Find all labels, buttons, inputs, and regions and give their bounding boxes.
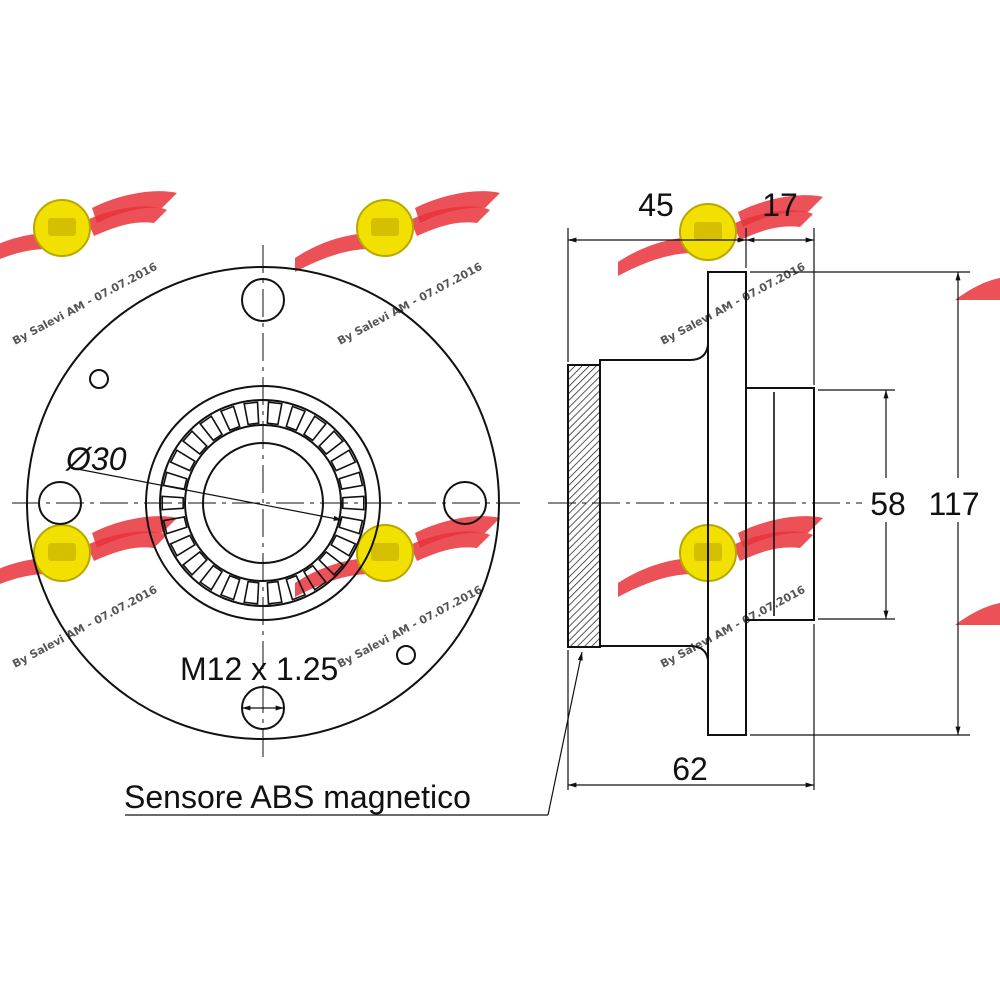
watermark-logo <box>617 515 824 598</box>
dim-17-label: 17 <box>762 187 798 223</box>
bore <box>202 442 324 564</box>
abs-leader <box>547 651 583 816</box>
bearing-roller <box>199 415 224 442</box>
bearing-roller <box>285 405 307 432</box>
front-view <box>12 245 520 762</box>
bearing-roller <box>169 534 196 557</box>
watermark-text: By Salevi AM - 07.07.2016 <box>335 260 484 348</box>
abs-sensor-label: Sensore ABS magnetico <box>124 779 471 815</box>
thread-label: M12 x 1.25 <box>180 651 338 687</box>
dimension-lines <box>125 228 970 816</box>
bearing-roller <box>318 429 345 456</box>
bearing-roller <box>266 401 283 426</box>
watermark-text: By Salevi AM - 07.07.2016 <box>335 583 484 671</box>
bearing-roller <box>302 564 327 591</box>
bearing-outer-ring-inner <box>159 399 367 607</box>
bearing-rollers <box>161 401 365 605</box>
bearing-roller <box>181 550 208 577</box>
bearing-roller <box>161 495 184 511</box>
bearing-roller <box>219 574 241 601</box>
side-view <box>548 271 870 736</box>
bearing-roller <box>199 564 224 591</box>
dim-58-label: 58 <box>870 486 906 522</box>
watermark-text: By Salevi AM - 07.07.2016 <box>658 260 807 348</box>
hub-pilot <box>745 387 815 621</box>
bearing-roller <box>243 401 260 426</box>
bearing-outer-ring <box>145 385 381 621</box>
bore-diameter-label: Ø30 <box>65 441 127 477</box>
bearing-roller <box>243 580 260 605</box>
bearing-roller <box>169 449 196 472</box>
flange-outline <box>26 266 500 740</box>
bearing-roller <box>318 550 345 577</box>
bearing-inner-ring <box>184 424 342 582</box>
bearing-roller <box>162 516 188 535</box>
bolt-hole <box>443 481 487 525</box>
watermark-logo <box>0 190 178 273</box>
bearing-roller <box>219 405 241 432</box>
bearing-roller <box>285 574 307 601</box>
bearing-roller <box>330 449 357 472</box>
watermark-layer: By Salevi AM - 07.07.2016 By Salevi AM -… <box>0 190 1000 671</box>
dim-62-label: 62 <box>672 751 708 787</box>
bearing-roller <box>338 471 364 490</box>
watermark-logo <box>294 190 501 273</box>
dim-45-label: 45 <box>638 187 674 223</box>
bore-leader <box>71 467 343 521</box>
bearing-roller <box>266 580 283 605</box>
abs-ring <box>567 364 601 648</box>
dim-117-label: 117 <box>928 486 979 522</box>
watermark-text: By Salevi AM - 07.07.2016 <box>658 583 807 671</box>
bearing-roller <box>338 516 364 535</box>
bearing-roller <box>302 415 327 442</box>
bearing-roller <box>330 534 357 557</box>
small-hole <box>396 645 416 665</box>
bolt-hole <box>38 481 82 525</box>
small-hole <box>89 369 109 389</box>
bolt-hole <box>241 278 285 322</box>
bearing-roller <box>342 495 365 511</box>
bearing-roller <box>181 429 208 456</box>
